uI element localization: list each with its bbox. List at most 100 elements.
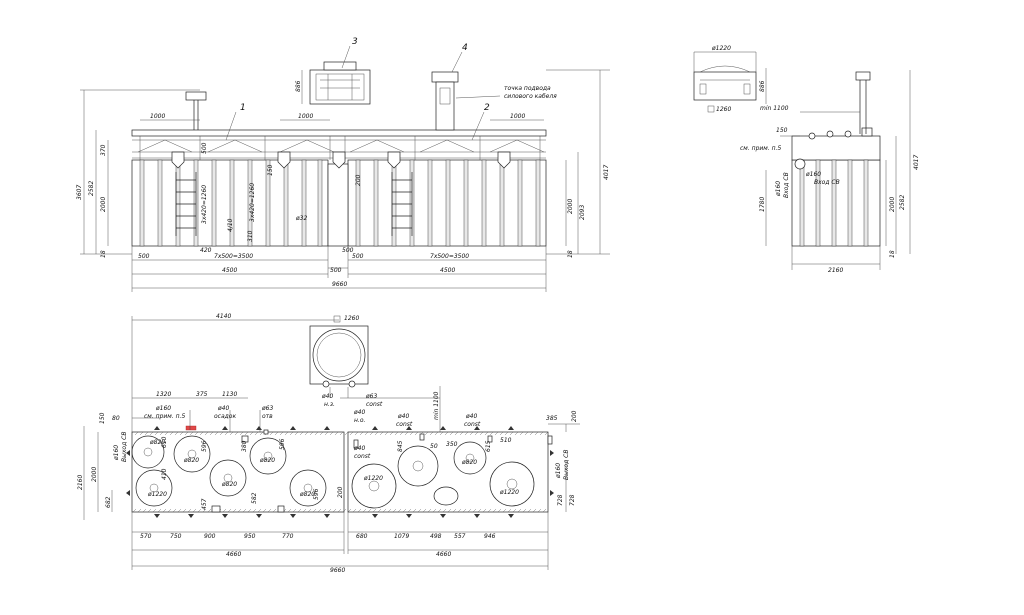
plan-pipe-40-const-a: ø40 <box>397 413 409 420</box>
ladder-left <box>175 172 197 236</box>
front-height-2582: 2582 <box>88 181 95 196</box>
plan-tank-right <box>347 431 549 513</box>
side-pipe-height: 1780 <box>759 197 766 212</box>
front-bottom-420: 420 <box>200 247 212 254</box>
side-min: min 1100 <box>760 105 789 112</box>
plan-small-845: 845 <box>397 440 404 452</box>
plan-small-610: 610 <box>161 436 168 448</box>
front-height-4017: 4017 <box>603 165 610 180</box>
plan-half-left: 4660 <box>226 551 241 558</box>
side-height-4017: 4017 <box>913 155 920 170</box>
control-cabinet <box>431 71 459 131</box>
front-height-2093: 2093 <box>579 205 586 220</box>
side-pipe-dia-v: ø160 <box>775 181 782 197</box>
side-ribs <box>799 159 869 247</box>
front-top-dim-3: 1000 <box>510 113 525 120</box>
side-pipe-inlet: Вход СВ <box>814 179 840 186</box>
plan-bottom-900: 900 <box>204 533 216 540</box>
plan-small-380: 380 <box>241 440 248 452</box>
plan-dim-lines <box>83 316 580 570</box>
pump-station <box>309 61 371 105</box>
front-height-3607: 3607 <box>76 185 83 200</box>
front-height-370: 370 <box>100 144 107 156</box>
plan-small-457: 457 <box>201 498 208 510</box>
plan-small-50: 50 <box>430 443 438 450</box>
front-bottom-500-a: 500 <box>138 253 150 260</box>
front-height-2000: 2000 <box>100 197 107 212</box>
front-height-2000-right: 2000 <box>567 199 574 214</box>
side-cabinet <box>855 71 871 134</box>
plan-bottom-946: 946 <box>484 533 496 540</box>
side-top-hatch <box>693 51 767 113</box>
plan-const-2: const <box>396 421 413 428</box>
plan-bottom-950: 950 <box>244 533 256 540</box>
front-height-18-left: 18 <box>100 250 107 258</box>
front-height-18-right: 18 <box>567 250 574 258</box>
plan-red-marker <box>185 425 197 431</box>
plan-outlet-right: Выход СВ <box>563 450 570 480</box>
plan-small-615: 615 <box>485 440 492 452</box>
front-dim-lines <box>80 69 610 292</box>
plan-ns: н.з. <box>324 401 335 408</box>
side-top-fittings <box>808 127 873 140</box>
side-see-note: см. прим. п.5 <box>740 145 781 152</box>
plan-pipe-160-top: ø160 <box>155 405 171 412</box>
plan-sediment: осадок <box>214 413 236 420</box>
side-width: 2160 <box>828 267 843 274</box>
front-inner-1: 3x420=1260 <box>201 185 208 224</box>
plan-bottom-680: 680 <box>356 533 368 540</box>
side-dim-lines <box>765 70 911 270</box>
plan-const-4: const <box>354 453 371 460</box>
plan-left-2000: 2000 <box>91 467 98 482</box>
front-inner-2: 3x420=1260 <box>249 183 256 222</box>
plan-top-80: 80 <box>112 415 120 422</box>
plan-bottom-498: 498 <box>430 533 442 540</box>
plan-view: 4140 1260 ø40 н.з. ø63 const ø40 н.о. 13… <box>77 313 580 574</box>
side-hatch-height: 886 <box>759 80 766 92</box>
side-top-diameter: ø1220 <box>711 45 731 52</box>
plan-tank-6: ø1220 <box>363 475 383 482</box>
front-half-left: 4500 <box>222 267 237 274</box>
plan-bottom-750: 750 <box>170 533 182 540</box>
front-view-labels: 1 2 3 4 точка подвода силового кабеля 36… <box>76 37 610 288</box>
plan-pipe-stubs <box>211 429 553 513</box>
front-top-dim-2: 1000 <box>298 113 313 120</box>
front-inner-6: 310 <box>247 230 254 242</box>
plan-top-385: 385 <box>546 415 558 422</box>
plan-no: н.о. <box>354 417 366 424</box>
note-power-point: точка подвода <box>504 85 551 92</box>
front-inner-4: 150 <box>267 164 274 176</box>
callout-leaders <box>225 45 501 141</box>
plan-bottom-770: 770 <box>282 533 294 540</box>
plan-small-582: 582 <box>251 492 258 504</box>
plan-overflow: отв <box>262 413 273 420</box>
plan-small-596-c: 596 <box>313 488 320 500</box>
plan-tank-8: ø820 <box>461 459 477 466</box>
plan-ribs <box>126 426 554 518</box>
plan-tank-left <box>131 431 345 513</box>
side-inlet-pipe <box>794 158 806 170</box>
front-bottom-500-c: 500 <box>352 253 364 260</box>
hatch-covers <box>171 151 511 169</box>
plan-pipe-40-sediment: ø40 <box>217 405 229 412</box>
front-bottom-500-b: 500 <box>330 267 342 274</box>
plan-small-200: 200 <box>337 486 344 498</box>
plan-tanks-left <box>131 435 327 507</box>
plan-small-510: 510 <box>500 437 512 444</box>
plan-tank-5: ø820 <box>299 491 315 498</box>
front-pitch-right: 7x500=3500 <box>430 253 469 260</box>
callout-4: 4 <box>462 43 468 53</box>
front-half-right: 4500 <box>440 267 455 274</box>
front-inner-8: 500 <box>201 142 208 154</box>
plan-tank-9: ø1220 <box>147 491 167 498</box>
plan-pump-offset: 4140 <box>216 313 231 320</box>
plan-top-1320: 1320 <box>156 391 171 398</box>
callout-2: 2 <box>484 103 490 113</box>
side-view-labels: ø1220 886 1260 min 1100 150 см. прим. п.… <box>711 45 920 274</box>
plan-top-1130: 1130 <box>222 391 237 398</box>
plan-top-150: 150 <box>99 412 106 424</box>
plan-half-right: 4660 <box>436 551 451 558</box>
plan-left-2160: 2160 <box>77 475 84 490</box>
front-pitch-left: 7x500=3500 <box>214 253 253 260</box>
